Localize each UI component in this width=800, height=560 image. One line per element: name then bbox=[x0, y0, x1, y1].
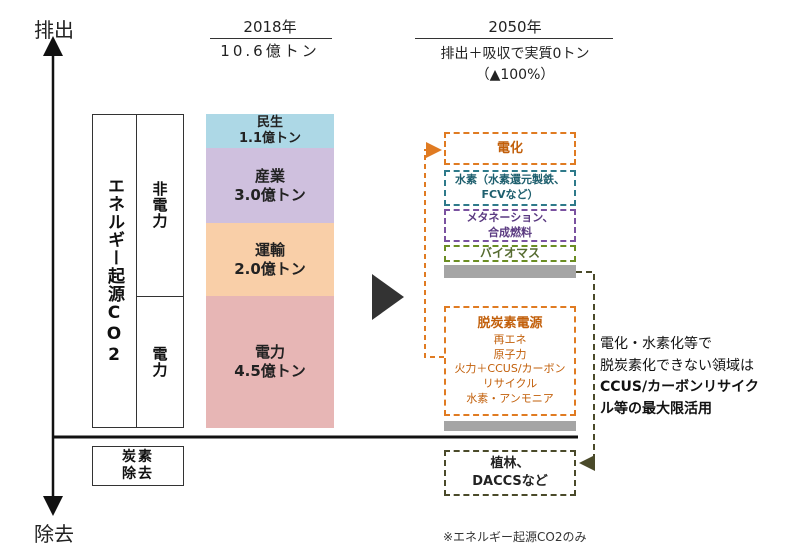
target-2050-pct: （▲100%） bbox=[475, 67, 555, 83]
annotation-line-2: 脱炭素化できない領域は bbox=[600, 357, 754, 374]
frame-divider-h bbox=[136, 296, 184, 297]
decarbonized-power-title: 脱炭素電源 bbox=[477, 316, 543, 332]
carbon-removal-label: 炭素除去 bbox=[122, 449, 154, 482]
power-label: 電力 bbox=[150, 346, 169, 378]
residual-emission-bar-bottom bbox=[444, 421, 576, 431]
year-2018: 2018年 bbox=[243, 18, 297, 36]
footnote: ※エネルギー起源CO2のみ bbox=[443, 530, 587, 544]
carbon-removal-label-box: 炭素除去 bbox=[92, 446, 184, 486]
box-electrification: 電化 bbox=[444, 132, 576, 165]
year-2050-rule bbox=[415, 38, 613, 39]
target-2050: 排出＋吸収で実質0トン bbox=[440, 46, 590, 62]
box-methanation: メタネーション、 合成燃料 bbox=[444, 209, 576, 242]
residual-emission-bar-top bbox=[444, 265, 576, 278]
box-removal: 植林、 DACCSなど bbox=[444, 450, 576, 496]
transition-arrow bbox=[372, 274, 404, 320]
frame-divider-v bbox=[136, 114, 137, 428]
axis-bottom-label: 除去 bbox=[34, 522, 74, 546]
ccus-connector bbox=[576, 271, 595, 471]
year-2050: 2050年 bbox=[488, 18, 542, 36]
axis-top-label: 排出 bbox=[34, 18, 74, 42]
energy-co2-label: エネルギー起源CO2 bbox=[104, 176, 124, 366]
non-power-label: 非電力 bbox=[150, 181, 169, 229]
box-hydrogen: 水素（水素還元製鉄、 FCVなど） bbox=[444, 170, 576, 206]
decarbonized-power-items: 再エネ 原子力 火力＋CCUS/カーボン リサイクル 水素・アンモニア bbox=[454, 332, 566, 406]
total-2018: 10.6億トン bbox=[220, 42, 320, 60]
box-decarbonized-power: 脱炭素電源 再エネ 原子力 火力＋CCUS/カーボン リサイクル 水素・アンモニ… bbox=[444, 306, 576, 416]
year-2018-rule bbox=[210, 38, 332, 39]
ccus-annotation: 電化・水素化等で 脱炭素化できない領域は CCUS/カーボンリサイク ル等の最大… bbox=[600, 334, 796, 421]
annotation-line-1: 電化・水素化等で bbox=[600, 336, 712, 352]
annotation-bold-1: CCUS/カーボンリサイク bbox=[600, 379, 759, 396]
annotation-bold-2: ル等の最大限活用 bbox=[600, 401, 712, 418]
electrification-connector bbox=[424, 142, 444, 358]
box-biomass: バイオマス bbox=[444, 245, 576, 262]
energy-co2-frame bbox=[92, 114, 184, 428]
